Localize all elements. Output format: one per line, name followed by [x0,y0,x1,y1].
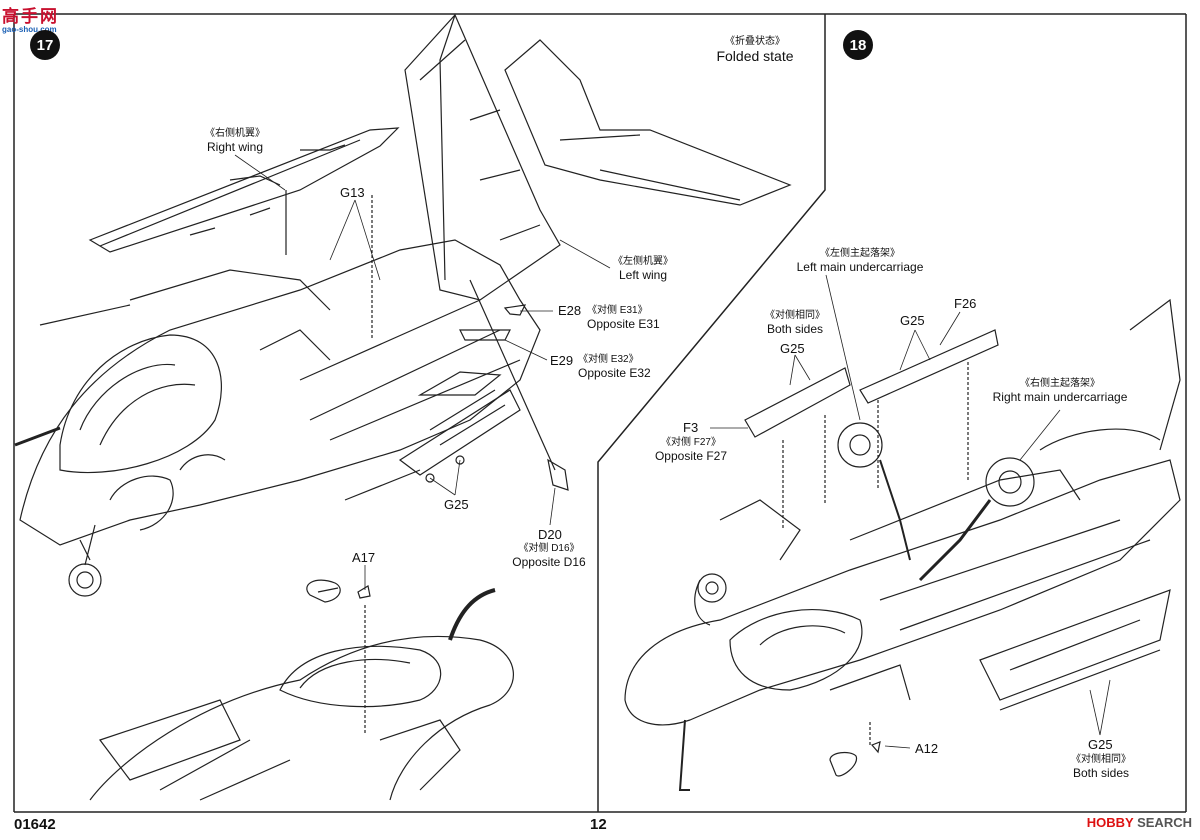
part-g25-bottom: G25 [1088,737,1113,752]
both-sides-bottom-en: Both sides [1072,766,1130,780]
part-g25-step17: G25 [444,497,469,512]
part-g25-top-right: G25 [900,313,925,328]
f3-opposite-zh: 《对侧 F27》 [660,437,721,448]
kit-code: 01642 [14,816,56,833]
e29-opposite-en: Opposite E32 [578,366,651,380]
right-main-undercarriage-label: 《右侧主起落架》 Right main undercarriage [985,378,1135,404]
right-wing-en: Right wing [206,140,264,154]
left-wing-zh: 《左侧机翼》 [613,256,673,267]
leader-lines [234,154,1111,749]
part-d20: D20 [538,527,562,542]
e29-opposite: 《对侧 E32》 Opposite E32 [578,354,658,380]
panel-borders [13,13,1187,813]
right-main-zh: 《右侧主起落架》 [1020,378,1100,389]
part-f26: F26 [954,296,977,311]
both-sides-top-en: Both sides [766,322,824,336]
part-g25-top-left: G25 [780,341,805,356]
e28-opposite: 《对侧 E31》 Opposite E31 [587,305,667,331]
part-f3: F3 [683,420,699,435]
right-wing-drawing [88,127,400,255]
step-17-badge: 17 [30,30,60,60]
e28-opposite-en: Opposite E31 [587,317,660,331]
e29-opposite-zh: 《对侧 E32》 [578,354,639,365]
both-sides-bottom-zh: 《对侧相同》 [1071,754,1131,765]
right-main-en: Right main undercarriage [992,390,1128,404]
right-wing-zh: 《右侧机翼》 [205,128,265,139]
watermark-rest: SEARCH [1137,815,1192,830]
site-watermark-name: 高手网 [2,7,59,26]
folded-state-label: 《折叠状态》 Folded state [700,36,810,65]
d20-opposite-en: Opposite D16 [512,555,586,569]
fuselage-17-drawing [14,13,792,597]
left-main-en: Left main undercarriage [796,260,924,274]
left-wing-label: 《左侧机翼》 Left wing [588,256,698,282]
both-sides-top-zh: 《对侧相同》 [765,310,825,321]
step-18-badge: 18 [843,30,873,60]
canopy-detail-drawing [89,579,514,801]
left-main-zh: 《左侧主起落架》 [820,248,900,259]
watermark-brand: HOBBY [1086,815,1134,830]
part-a12: A12 [915,741,939,756]
left-main-undercarriage-label: 《左侧主起落架》 Left main undercarriage [790,248,930,274]
part-e29: E29 [550,353,574,368]
part-e28: E28 [558,303,582,318]
f3-opposite: 《对侧 F27》 Opposite F27 [650,437,732,463]
d20-opposite: 《对侧 D16》 Opposite D16 [508,543,590,569]
f3-opposite-en: Opposite F27 [654,449,728,463]
folded-state-en: Folded state [716,48,794,64]
d20-opposite-zh: 《对侧 D16》 [518,543,580,554]
site-watermark-url: gao-shou.com [2,25,57,34]
site-watermark: 高手网 gao-shou.com [2,2,59,34]
e28-opposite-zh: 《对侧 E31》 [587,305,648,316]
page-number: 12 [590,816,607,833]
fuselage-18-drawing [624,298,1181,791]
part-g13: G13 [340,185,365,200]
left-wing-en: Left wing [618,268,668,282]
hobby-search-watermark: HOBBY SEARCH [1087,815,1192,830]
folded-state-zh: 《折叠状态》 [725,36,785,47]
part-a17: A17 [352,550,376,565]
right-wing-label: 《右侧机翼》 Right wing [180,128,290,154]
both-sides-label-top: 《对侧相同》 Both sides [760,310,830,336]
both-sides-label-bottom: 《对侧相同》 Both sides [1066,754,1136,780]
